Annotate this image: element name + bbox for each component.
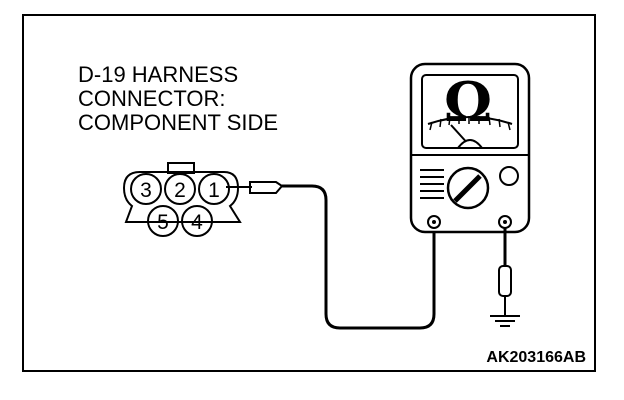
ground-lead	[490, 228, 520, 327]
needle-pivot	[455, 139, 485, 149]
zero-adjust-knob[interactable]	[499, 166, 519, 186]
pin-label-5: 5	[157, 211, 169, 234]
title-line-1: D-19 HARNESS	[78, 62, 238, 87]
pin-label-3: 3	[140, 179, 152, 202]
reference-code: AK203166AB	[486, 349, 586, 366]
terminal-left-hole	[432, 220, 436, 224]
test-lead-wire	[282, 184, 436, 330]
knob-pointer	[453, 174, 482, 203]
terminal-right-hole	[503, 220, 507, 224]
pin-label-2: 2	[174, 179, 186, 202]
pin-4-circle	[181, 205, 213, 237]
meter-scale-arc	[427, 116, 513, 125]
pin-label-1: 1	[208, 179, 220, 202]
title-line-2: CONNECTOR:	[78, 86, 226, 111]
pin-2-circle	[164, 173, 196, 205]
pin-3-circle	[130, 173, 162, 205]
ohmmeter: Ω	[409, 62, 531, 234]
meter-scale-ticks	[429, 116, 511, 131]
test-probe	[226, 181, 286, 194]
connector-body	[122, 171, 242, 223]
diagram-frame	[22, 14, 596, 372]
pin-1-circle	[198, 173, 230, 205]
probe-body	[249, 181, 284, 194]
range-markings	[420, 169, 444, 199]
title-line-3: COMPONENT SIDE	[78, 110, 278, 135]
ohm-symbol: Ω	[444, 70, 492, 134]
pin-label-4: 4	[191, 211, 203, 234]
connector-title: D-19 HARNESS CONNECTOR: COMPONENT SIDE	[78, 62, 278, 135]
ground-probe	[498, 265, 512, 297]
pin-5-circle	[147, 205, 179, 237]
harness-connector: 3 2 1 5 4	[122, 162, 242, 237]
